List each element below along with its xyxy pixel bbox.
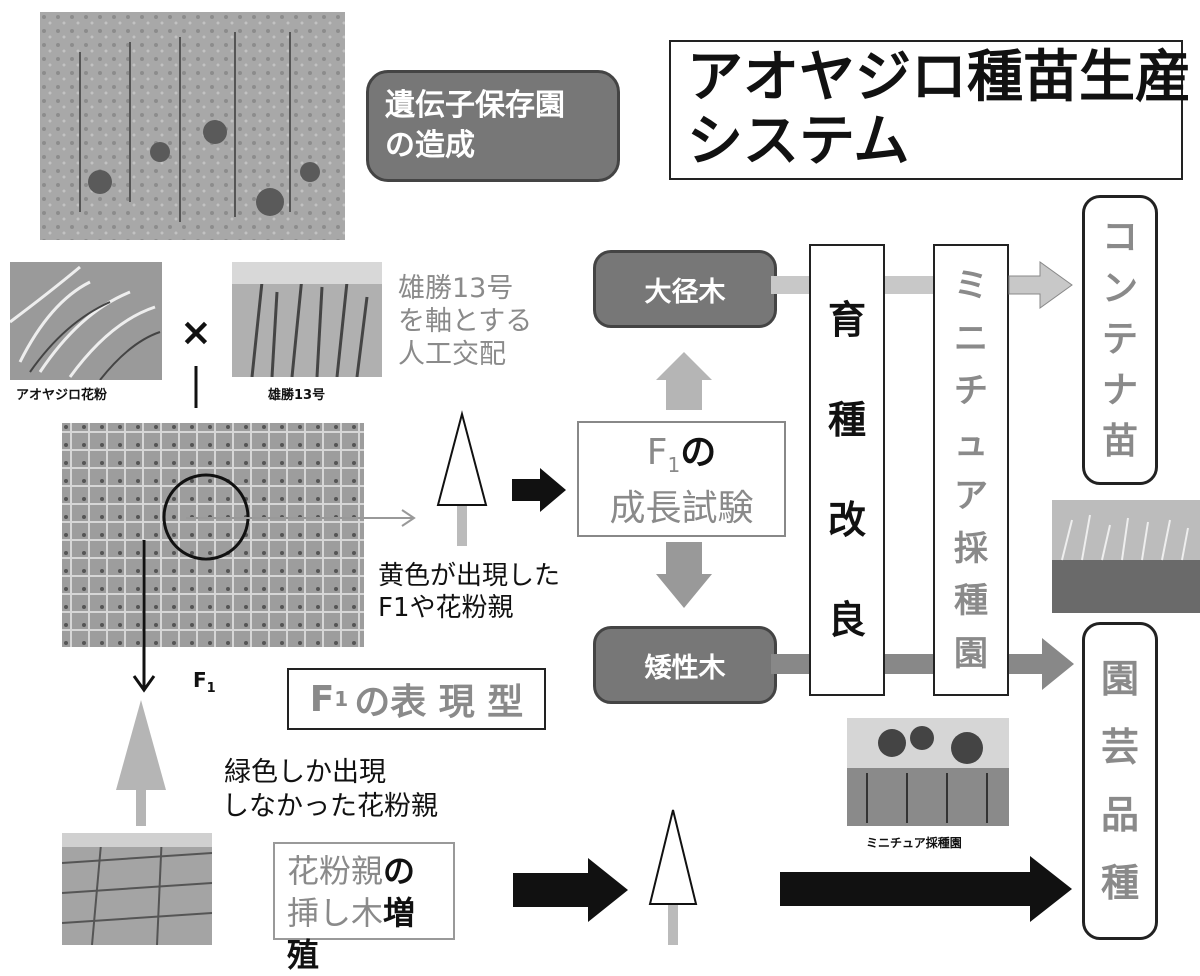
green-note: 緑色しか出現 しなかった花粉親 — [222, 756, 438, 824]
propagation-line-2a: 挿し木 — [287, 894, 384, 932]
container-char: ン — [1101, 267, 1138, 309]
horticultural-char: 種 — [1100, 861, 1139, 905]
mini-orchard-char: ミ — [954, 266, 988, 307]
growth-test-no: の — [680, 432, 717, 473]
breeding-char: 改 — [827, 498, 866, 542]
container-char: ナ — [1101, 370, 1138, 412]
growth-test-f: F — [646, 432, 668, 473]
horticultural-box: 園芸品種 — [1082, 622, 1158, 940]
propagation-line-1: 花粉親の — [287, 850, 441, 892]
dwarf-to-horticultural-arrow — [771, 638, 1074, 690]
pollen-caption: アオヤジロ花粉 — [16, 388, 108, 403]
tree-to-horticultural-arrow — [780, 856, 1072, 922]
tree-symbol-lower — [648, 809, 698, 945]
container-char: テ — [1101, 318, 1138, 360]
phenotype-rest: の表 現 型 — [354, 682, 524, 723]
phenotype-f: F — [309, 678, 335, 720]
ogachi13-photo — [232, 262, 382, 377]
mini-orchard-caption: ミニチュア採種園 — [866, 836, 962, 850]
yellow-note-line-2: F1や花粉親 — [378, 593, 514, 623]
container-char: コ — [1101, 216, 1138, 258]
connector-layer — [116, 261, 1074, 945]
large-tree-pill: 大径木 — [593, 250, 777, 328]
large-to-container-arrow — [771, 261, 1073, 309]
horticultural-char: 芸 — [1100, 725, 1139, 769]
mini-orchard-char: 園 — [954, 633, 988, 674]
title-line-2: システム — [687, 109, 910, 174]
container-seedling-box: コンテナ苗 — [1082, 195, 1158, 485]
f1-seedling-photo — [62, 423, 364, 647]
propagation-to-tree-arrow — [513, 858, 628, 922]
yellow-note: 黄色が出現した F1や花粉親 — [378, 560, 560, 624]
breeding-char: 種 — [827, 398, 866, 442]
f1-label: F1 — [193, 668, 216, 696]
propagation-line-1a: 花粉親 — [287, 852, 384, 890]
propagation-box: 花粉親の 挿し木増殖 — [273, 842, 455, 974]
tree-symbol-upper — [436, 410, 488, 546]
green-note-line-2: しなかった花粉親 — [222, 791, 438, 822]
mini-orchard-char: 採 — [954, 528, 988, 569]
conservation-line-2: の造成 — [385, 128, 475, 163]
tree-to-growth-arrow — [512, 468, 566, 512]
artificial-line-3: 人工交配 — [398, 339, 506, 370]
cutting-propagation-photo — [62, 833, 212, 945]
mini-orchard-box: ミニチュア採種園 — [933, 244, 1009, 696]
breeding-char: 育 — [827, 298, 866, 342]
mini-orchard-photo — [847, 718, 1009, 826]
horticultural-char: 園 — [1100, 657, 1139, 701]
growth-to-large-arrow — [656, 352, 712, 410]
growth-test-line-1: F1の — [579, 431, 784, 487]
mini-orchard-char: チ — [954, 371, 988, 412]
conservation-garden-photo — [40, 12, 345, 240]
ogachi13-caption: 雄勝13号 — [268, 388, 326, 403]
yellow-note-line-1: 黄色が出現した — [378, 561, 561, 591]
container-char: 苗 — [1101, 421, 1138, 463]
conservation-garden-pill: 遺伝子保存園 の造成 — [366, 70, 620, 182]
f1-label-f: F — [193, 668, 207, 692]
circle-down-arrow — [132, 540, 156, 693]
phenotype-sub: 1 — [334, 687, 349, 711]
title-line-1: アオヤジロ種苗生産 — [687, 45, 1191, 110]
growth-test-sub: 1 — [667, 453, 681, 478]
breeding-box: 育種改良 — [809, 244, 885, 696]
mini-orchard-char: ュ — [954, 423, 988, 464]
mini-orchard-char: ア — [954, 476, 988, 517]
cross-symbol: × — [180, 310, 212, 354]
growth-to-dwarf-arrow — [656, 542, 712, 608]
horticultural-char: 品 — [1100, 793, 1139, 837]
f1-label-sub: 1 — [206, 681, 216, 696]
breeding-char: 良 — [827, 598, 866, 642]
title-box: アオヤジロ種苗生産 システム — [669, 40, 1191, 180]
pollen-photo — [10, 262, 162, 380]
artificial-line-1: 雄勝13号 — [398, 273, 514, 304]
mini-orchard-char: ニ — [954, 318, 988, 359]
artificial-crossing-text: 雄勝13号 を軸とする 人工交配 — [398, 272, 532, 371]
circle-to-tree-arrow — [186, 509, 416, 527]
artificial-line-2: を軸とする — [398, 306, 533, 337]
green-note-line-1: 緑色しか出現 — [224, 757, 386, 788]
propagation-line-1b: の — [383, 852, 416, 890]
conservation-line-1: 遺伝子保存園 — [385, 88, 565, 123]
container-seedlings-photo — [1052, 500, 1200, 613]
growth-test-line-2: 成長試験 — [609, 488, 754, 530]
mini-orchard-char: 種 — [954, 581, 988, 622]
growth-test-box: F1の 成長試験 — [577, 421, 786, 537]
tree-symbol-gray — [116, 700, 166, 826]
